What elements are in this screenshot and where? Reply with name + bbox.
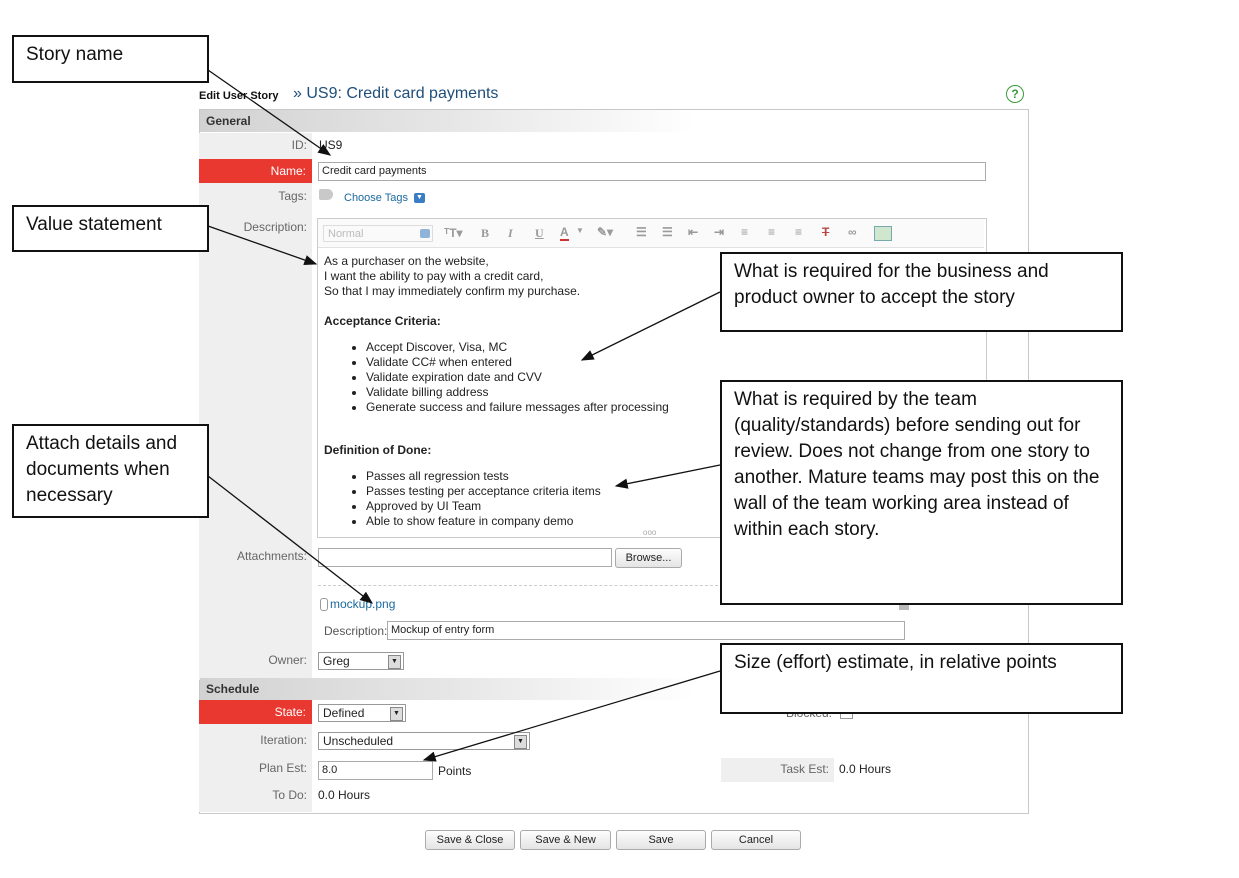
done-heading: Definition of Done: [324, 443, 432, 457]
id-value: US9 [319, 138, 343, 152]
callout-story-name: Story name [12, 35, 209, 83]
help-icon[interactable]: ? [1006, 85, 1024, 103]
save-new-button[interactable]: Save & New [520, 830, 611, 850]
tags-label: Tags: [278, 189, 307, 203]
chevron-down-icon [420, 229, 430, 238]
acceptance-criteria-item: Validate CC# when entered [366, 355, 744, 370]
general-label-column [199, 133, 312, 680]
browse-button[interactable]: Browse... [615, 548, 682, 568]
attachments-label: Attachments: [236, 549, 307, 563]
definition-of-done-item: Approved by UI Team [366, 499, 744, 514]
task-est-value: 0.0 Hours [839, 762, 892, 776]
description-content: As a purchaser on the website,I want the… [324, 254, 744, 529]
name-input[interactable]: Credit card payments [318, 162, 986, 181]
owner-value: Greg [323, 654, 350, 668]
callout-done: What is required by the team (quality/st… [720, 380, 1123, 605]
name-label: Name: [199, 159, 312, 183]
chevron-down-icon[interactable]: ▼ [414, 193, 425, 203]
acceptance-criteria-item: Validate billing address [366, 385, 744, 400]
callout-estimate: Size (effort) estimate, in relative poin… [720, 643, 1123, 714]
highlight-icon[interactable]: ✎▾ [597, 225, 614, 239]
state-label: State: [199, 700, 312, 724]
clear-format-icon[interactable]: T [822, 225, 830, 239]
page-title: » US9: Credit card payments [293, 85, 499, 102]
plan-est-label: Plan Est: [258, 761, 307, 775]
acceptance-criteria-item: Accept Discover, Visa, MC [366, 340, 744, 355]
link-icon[interactable]: ∞ [848, 225, 857, 239]
edit-user-story-label: Edit User Story [199, 90, 279, 102]
task-est-label: Task Est: [780, 762, 829, 776]
resize-handle-icon[interactable]: ooo [643, 528, 657, 537]
definition-of-done-item: Able to show feature in company demo [366, 514, 744, 529]
tag-icon [319, 189, 333, 200]
style-select-value: Normal [328, 228, 364, 240]
attachment-description-input[interactable]: Mockup of entry form [387, 621, 905, 640]
chevron-down-icon[interactable]: ▼ [576, 226, 584, 235]
callout-value-statement: Value statement [12, 205, 209, 252]
done-list: Passes all regression testsPasses testin… [324, 469, 744, 529]
font-color-icon[interactable]: A [560, 225, 569, 241]
choose-tags-link[interactable]: Choose Tags [344, 192, 409, 204]
bullet-list-icon[interactable]: ☰ [662, 225, 673, 239]
paperclip-icon [320, 598, 328, 611]
description-label: Description: [243, 220, 307, 234]
to-do-label: To Do: [272, 788, 307, 802]
chevron-down-icon: ▼ [390, 707, 403, 721]
task-est-label-cell [721, 758, 834, 782]
style-select[interactable]: Normal [323, 225, 433, 242]
save-close-button[interactable]: Save & Close [425, 830, 515, 850]
definition-of-done-item: Passes all regression tests [366, 469, 744, 484]
chevron-down-icon: ▼ [514, 735, 527, 749]
acceptance-heading: Acceptance Criteria: [324, 314, 441, 328]
state-select[interactable]: Defined ▼ [318, 704, 406, 722]
plan-est-unit: Points [438, 764, 472, 778]
iteration-select[interactable]: Unscheduled ▼ [318, 732, 530, 750]
image-icon[interactable] [874, 226, 892, 241]
attachment-description-label: Description: [324, 624, 388, 638]
chevron-down-icon: ▼ [388, 655, 401, 669]
acceptance-criteria-item: Validate expiration date and CVV [366, 370, 744, 385]
underline-icon[interactable]: U [535, 226, 544, 240]
align-left-icon[interactable]: ≡ [741, 225, 749, 239]
owner-select[interactable]: Greg ▼ [318, 652, 404, 670]
plan-est-input[interactable]: 8.0 [318, 761, 433, 780]
align-right-icon[interactable]: ≡ [795, 225, 803, 239]
callout-attach: Attach details and documents when necess… [12, 424, 209, 518]
indent-icon[interactable]: ⇥ [714, 225, 725, 239]
delete-icon[interactable] [899, 601, 909, 610]
bold-icon[interactable]: B [481, 226, 490, 240]
numbered-list-icon[interactable]: ☰ [636, 225, 647, 239]
iteration-value: Unscheduled [323, 734, 394, 748]
save-button[interactable]: Save [616, 830, 706, 850]
callout-acceptance: What is required for the business and pr… [720, 252, 1123, 332]
attachment-divider [318, 585, 723, 586]
definition-of-done-item: Passes testing per acceptance criteria i… [366, 484, 744, 499]
value-statement-text: As a purchaser on the website,I want the… [324, 254, 744, 299]
section-general: General [200, 110, 1026, 132]
align-center-icon[interactable]: ≡ [768, 225, 776, 239]
outdent-icon[interactable]: ⇤ [688, 225, 699, 239]
value-statement-line: As a purchaser on the website, [324, 254, 489, 268]
value-statement-line: So that I may immediately confirm my pur… [324, 284, 581, 298]
attachment-file-link[interactable]: mockup.png [330, 597, 396, 611]
to-do-value: 0.0 Hours [318, 788, 371, 802]
font-size-icon[interactable]: ᵀT▾ [444, 226, 463, 240]
attachment-file-input[interactable] [318, 548, 612, 567]
value-statement-line: I want the ability to pay with a credit … [324, 269, 544, 283]
cancel-button[interactable]: Cancel [711, 830, 801, 850]
owner-label: Owner: [268, 653, 307, 667]
italic-icon[interactable]: I [508, 226, 513, 240]
acceptance-criteria-item: Generate success and failure messages af… [366, 400, 744, 415]
state-value: Defined [323, 706, 365, 720]
acceptance-list: Accept Discover, Visa, MCValidate CC# wh… [324, 340, 744, 415]
iteration-label: Iteration: [260, 733, 307, 747]
id-label: ID: [291, 138, 307, 152]
